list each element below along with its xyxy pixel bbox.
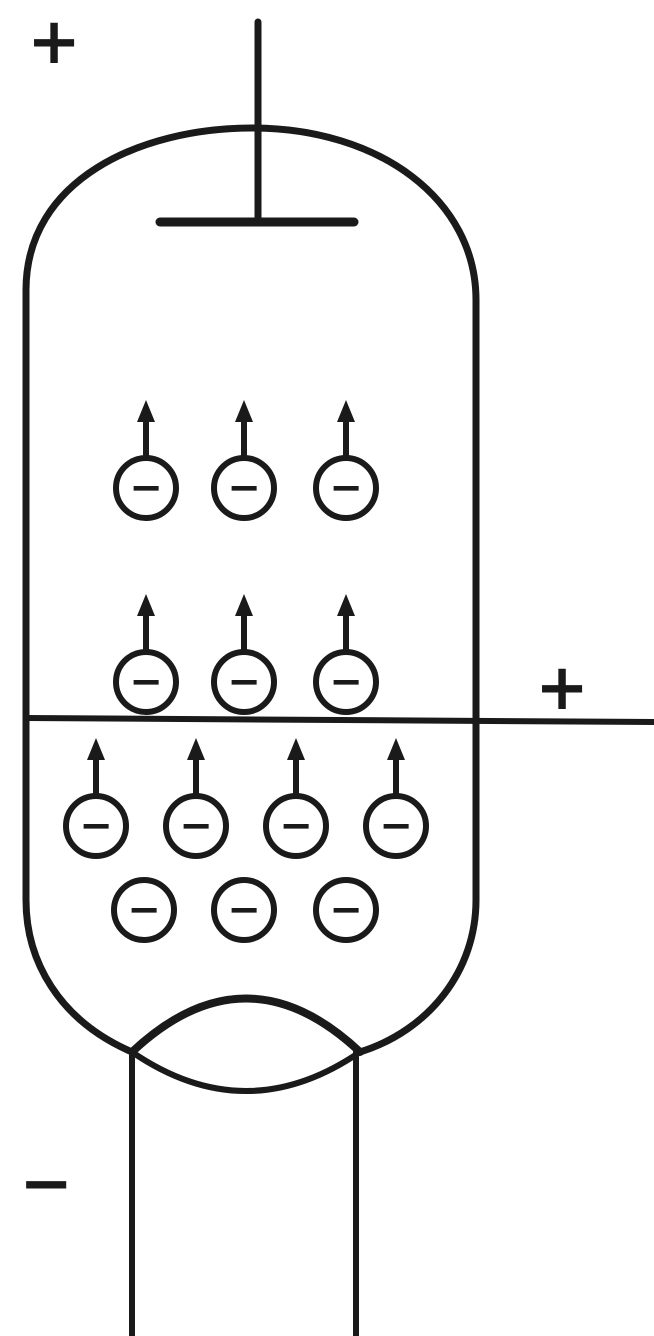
electron-charge-sign: − xyxy=(227,659,261,705)
tube-stem-upper xyxy=(128,994,364,1056)
electron: − xyxy=(163,738,229,859)
electron: − xyxy=(113,594,179,715)
electron: − xyxy=(111,877,177,943)
electron-group: −−−−−−−−−−−−− xyxy=(63,400,429,943)
arrow-up-icon xyxy=(387,738,405,760)
electron: − xyxy=(313,877,379,943)
electron-charge-sign: − xyxy=(129,659,163,705)
electron-charge-sign: − xyxy=(379,803,413,849)
grid-electrode xyxy=(23,715,654,725)
cathode-polarity-label: − xyxy=(19,1147,73,1221)
electron-circle xyxy=(211,877,277,943)
arrow-up-icon xyxy=(287,738,305,760)
electron: − xyxy=(263,738,329,859)
anode-polarity-label: + xyxy=(27,5,81,79)
arrow-up-icon xyxy=(187,738,205,760)
electron: − xyxy=(313,594,379,715)
electron: − xyxy=(211,594,277,715)
arrow-up-icon xyxy=(235,594,253,616)
arrow-up-icon xyxy=(337,400,355,422)
arrow-up-icon xyxy=(137,594,155,616)
electron: − xyxy=(211,400,277,521)
electron-charge-sign: − xyxy=(227,887,261,933)
electron: − xyxy=(313,400,379,521)
electron-charge-sign: − xyxy=(227,465,261,511)
electron: − xyxy=(211,877,277,943)
electron: − xyxy=(113,400,179,521)
electron-charge-sign: − xyxy=(329,659,363,705)
electron-charge-sign: − xyxy=(129,465,163,511)
electron-circle xyxy=(111,877,177,943)
electron-circle xyxy=(313,877,379,943)
arrow-up-icon xyxy=(87,738,105,760)
electron: − xyxy=(63,738,129,859)
electron-charge-sign: − xyxy=(179,803,213,849)
arrow-up-icon xyxy=(235,400,253,422)
electron-charge-sign: − xyxy=(79,803,113,849)
electron: − xyxy=(363,738,429,859)
tube-stem-lower xyxy=(129,1049,363,1094)
arrow-up-icon xyxy=(137,400,155,422)
electron-charge-sign: − xyxy=(127,887,161,933)
electron-charge-sign: − xyxy=(279,803,313,849)
grid-polarity-label: + xyxy=(535,651,589,725)
electron-charge-sign: − xyxy=(329,465,363,511)
arrow-up-icon xyxy=(337,594,355,616)
electron-charge-sign: − xyxy=(329,887,363,933)
tube-envelope xyxy=(22,124,480,1056)
